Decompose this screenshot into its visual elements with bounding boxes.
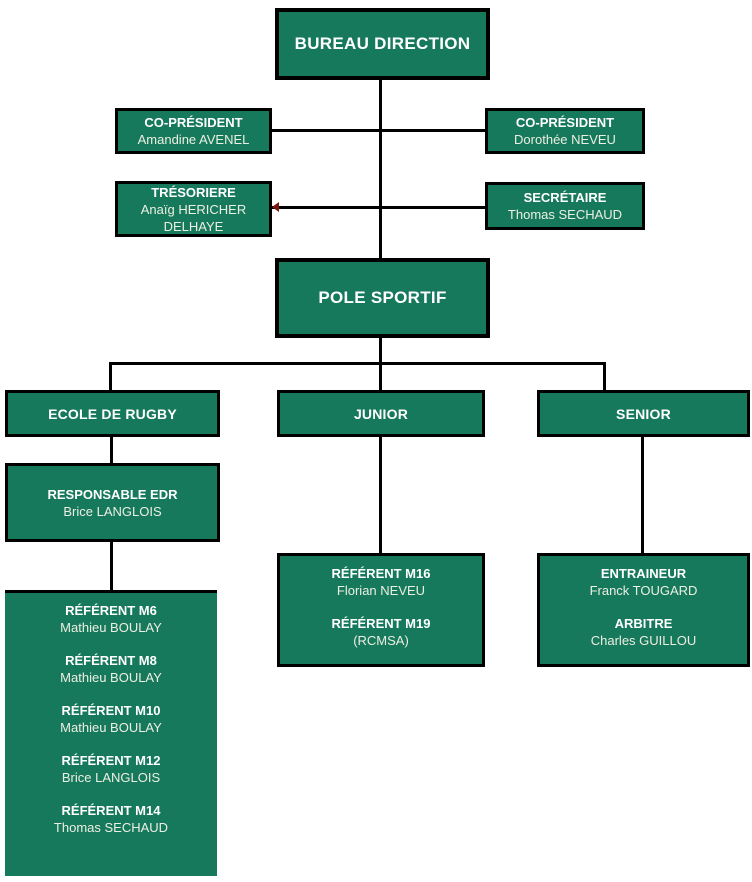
member-name: Brice LANGLOIS [63,503,162,519]
branch-title: SENIOR [616,405,671,422]
role-title: RÉFÉRENT M6 [65,603,157,618]
edr-referents-box: RÉFÉRENT M6 Mathieu BOULAY RÉFÉRENT M8 M… [5,590,217,876]
member-name: Mathieu BOULAY [60,720,162,735]
connector-senior-to-staff [641,435,644,555]
connector-row-copresidents [270,129,487,132]
branch-title: JUNIOR [353,405,409,422]
role-title: CO-PRÉSIDENT [144,115,243,130]
role-title: RÉFÉRENT M10 [61,703,161,718]
staff-entry: RÉFÉRENT M6 Mathieu BOULAY [5,602,217,636]
role-title: TRÉSORIERE [151,184,236,200]
role-title: RÉFÉRENT M19 [331,616,431,631]
role-title: RÉFÉRENT M16 [331,566,431,581]
role-title: ENTRAINEUR [600,566,687,581]
connector-row-tresoriere-secretaire [270,206,487,209]
branch-title: ECOLE DE RUGBY [48,405,177,422]
member-name: Dorothée NEVEU [514,132,616,147]
staff-entry: RÉFÉRENT M10 Mathieu BOULAY [5,702,217,736]
role-title: CO-PRÉSIDENT [515,115,615,130]
member-name: Mathieu BOULAY [60,620,162,635]
connector-drop-ecole [109,362,112,392]
role-title: RÉFÉRENT M12 [61,753,161,768]
connector-drop-senior [603,362,606,392]
pole-sportif-box: POLE SPORTIF [275,258,490,338]
role-title: ARBITRE [614,616,673,631]
senior-staff-box: ENTRAINEUR Franck TOUGARD ARBITRE Charle… [537,553,750,667]
role-title: RÉFÉRENT M8 [65,653,157,668]
bureau-direction-title: BUREAU DIRECTION [294,34,471,53]
role-title: RESPONSABLE EDR [47,486,178,502]
tresoriere-box: TRÉSORIERE Anaïg HERICHER DELHAYE [115,181,272,237]
connector-junior-to-staff [379,435,382,555]
staff-entry: RÉFÉRENT M19 (RCMSA) [280,615,482,649]
staff-entry: RÉFÉRENT M8 Mathieu BOULAY [5,652,217,686]
connector-branch-bar [109,362,606,365]
member-name: Florian NEVEU [336,583,426,598]
member-name: Charles GUILLOU [590,633,697,648]
member-name: (RCMSA) [353,633,409,648]
role-title: SECRÉTAIRE [523,190,607,205]
connector-ecole-to-responsable [110,435,113,465]
responsable-edr-box: RESPONSABLE EDR Brice LANGLOIS [5,463,220,542]
connector-trunk-top [379,78,382,262]
member-name: Mathieu BOULAY [60,670,162,685]
staff-entry: ENTRAINEUR Franck TOUGARD [540,565,747,599]
secretaire-box: SECRÉTAIRE Thomas SECHAUD [485,182,645,230]
staff-entry: ARBITRE Charles GUILLOU [540,615,747,649]
branch-senior-box: SENIOR [537,390,750,437]
staff-entry: RÉFÉRENT M14 Thomas SECHAUD [5,802,217,836]
pole-sportif-title: POLE SPORTIF [318,288,447,307]
member-name: Anaïg HERICHER DELHAYE [140,201,247,234]
staff-entry: RÉFÉRENT M16 Florian NEVEU [280,565,482,599]
member-name: Amandine AVENEL [137,132,250,147]
branch-ecole-de-rugby-box: ECOLE DE RUGBY [5,390,220,437]
role-title: RÉFÉRENT M14 [61,803,161,818]
staff-entry: RÉFÉRENT M12 Brice LANGLOIS [5,752,217,786]
member-name: Franck TOUGARD [589,583,698,598]
bureau-direction-box: BUREAU DIRECTION [275,8,490,80]
junior-staff-box: RÉFÉRENT M16 Florian NEVEU RÉFÉRENT M19 … [277,553,485,667]
connector-responsable-to-referents [110,540,113,592]
member-name: Thomas SECHAUD [507,207,623,222]
copresident-left-box: CO-PRÉSIDENT Amandine AVENEL [115,108,272,154]
copresident-right-box: CO-PRÉSIDENT Dorothée NEVEU [485,108,645,154]
arrowhead-icon [272,202,279,212]
member-name: Thomas SECHAUD [53,820,169,835]
member-name: Brice LANGLOIS [61,770,161,785]
branch-junior-box: JUNIOR [277,390,485,437]
